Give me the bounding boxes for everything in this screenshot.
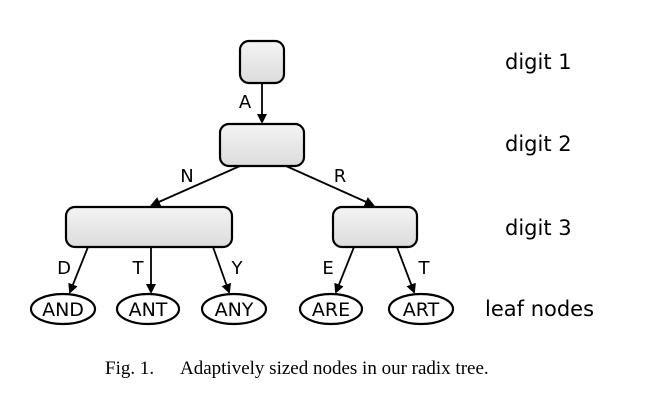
edge-label-e: E (322, 258, 333, 279)
edge-label-t-right: T (418, 258, 431, 279)
leaf-any-label: ANY (215, 299, 254, 321)
edge-label-d: D (57, 258, 71, 279)
level-label-digit1: digit 1 (505, 50, 572, 74)
edge-label-y: Y (231, 258, 244, 279)
digit3-left-node (64, 205, 234, 249)
digit3-right-node (331, 205, 419, 249)
level-label-digit3: digit 3 (505, 216, 572, 240)
level-label-leaf: leaf nodes (485, 297, 594, 321)
edge-label-a: A (239, 92, 252, 113)
edge-left-to-any (212, 246, 232, 294)
edge-digit2-to-right (285, 165, 375, 207)
leaf-ant-label: ANT (129, 299, 168, 321)
leaf-are-label: ARE (312, 299, 350, 321)
edge-right-to-art (396, 246, 416, 294)
leaf-art-label: ART (403, 299, 440, 321)
edge-label-r: R (334, 166, 347, 187)
edge-left-to-and (68, 246, 89, 294)
figure-caption-text: Adaptively sized nodes in our radix tree… (180, 358, 489, 379)
leaf-are-oval (298, 292, 364, 326)
leaf-and-label: AND (42, 299, 84, 321)
root-node (238, 39, 286, 85)
edge-digit2-to-left (150, 165, 241, 207)
leaf-ant-oval (115, 292, 181, 326)
digit2-node (218, 122, 306, 168)
leaf-art-oval (387, 292, 455, 326)
figure-caption-label: Fig. 1. (105, 358, 154, 379)
leaf-and-oval (29, 292, 97, 326)
level-label-digit2: digit 2 (505, 132, 572, 156)
edge-label-t-left: T (132, 258, 145, 279)
leaf-any-oval (200, 292, 268, 326)
edge-right-to-are (334, 246, 355, 294)
edge-label-n: N (180, 166, 193, 187)
